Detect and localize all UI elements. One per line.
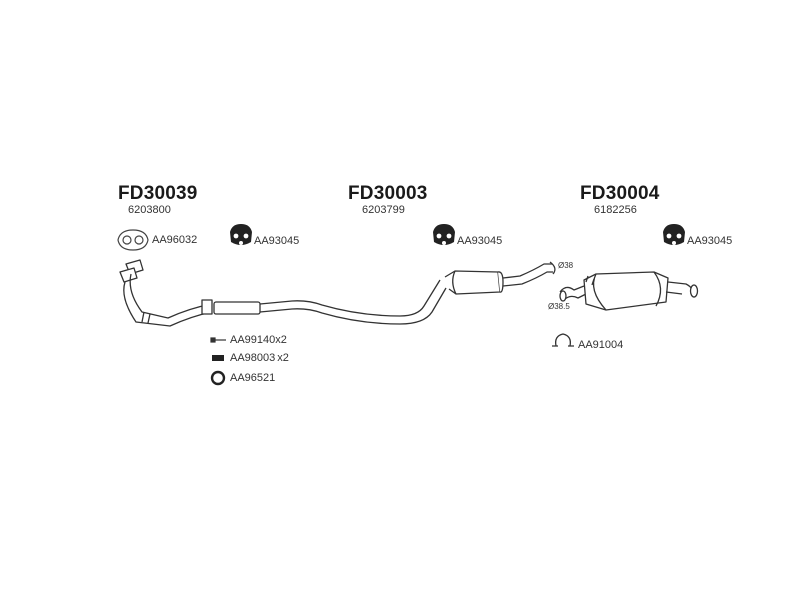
clamp-icon xyxy=(552,333,574,347)
group-reference: 6203799 xyxy=(362,204,405,216)
ring-icon xyxy=(210,370,226,386)
nut-number: AA98003 xyxy=(230,352,276,364)
bolt-number: AA99140 xyxy=(230,334,276,346)
rubber-hanger-icon xyxy=(663,224,685,245)
hanger-part-number: AA93045 xyxy=(457,235,503,247)
rubber-hanger-icon xyxy=(433,224,455,245)
group-code: FD30003 xyxy=(348,183,428,204)
group-code: FD30039 xyxy=(118,183,198,204)
ring-part-number: AA96521 xyxy=(230,372,276,384)
bolt-quantity: x2 xyxy=(275,334,287,346)
gasket-part-number: AA96032 xyxy=(152,234,198,246)
intermediate-pipe xyxy=(213,261,556,325)
rear-silencer xyxy=(559,271,699,311)
hanger-part-number: AA93045 xyxy=(687,235,733,247)
group-reference: 6203800 xyxy=(128,204,171,216)
gasket-icon xyxy=(117,229,149,251)
hanger-part-number: AA93045 xyxy=(254,235,300,247)
group-reference: 6182256 xyxy=(594,204,637,216)
rubber-hanger-icon xyxy=(230,224,252,245)
front-downpipe xyxy=(119,259,213,327)
group-code: FD30004 xyxy=(580,183,660,204)
nut-quantity: x2 xyxy=(277,352,289,364)
diameter-label: Ø38 xyxy=(558,261,574,270)
clamp-part-number: AA91004 xyxy=(578,339,624,351)
bolt-icon xyxy=(210,337,226,343)
nut-icon xyxy=(212,355,224,361)
bolt-part-number: AA99140x2 xyxy=(230,334,287,346)
diameter-label: Ø38.5 xyxy=(548,302,570,311)
